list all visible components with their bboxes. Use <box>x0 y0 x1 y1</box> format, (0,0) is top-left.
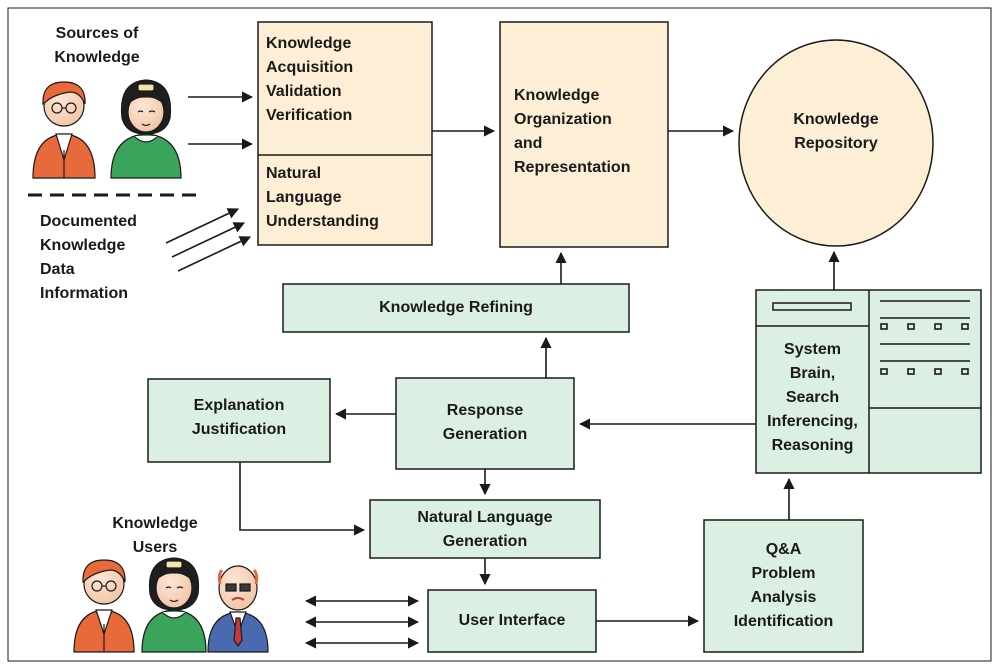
response-box <box>395 377 575 470</box>
nlg-line-2: Generation <box>442 533 528 550</box>
system-brain-line-5: Reasoning <box>771 437 854 454</box>
organization-line-2: Organization <box>514 111 612 128</box>
user-interface-label: User Interface <box>428 609 596 633</box>
repository-ellipse <box>738 39 934 247</box>
arrows <box>165 91 840 649</box>
system-brain-line-2: Brain, <box>789 365 836 382</box>
qa-label: Q&A Problem Analysis Identification <box>704 538 863 634</box>
repository-line-2: Repository <box>794 135 878 152</box>
arrow-doc-3 <box>177 236 252 272</box>
qa-line-3: Analysis <box>750 589 817 606</box>
repository-line-1: Knowledge <box>793 111 879 128</box>
user-person-man-icon <box>73 559 135 653</box>
explanation-line-2: Justification <box>191 421 287 438</box>
response-line-1: Response <box>446 402 524 419</box>
response-label: Response Generation <box>396 399 574 447</box>
explanation-label: Explanation Justification <box>148 394 330 442</box>
users-title-line-2: Users <box>132 539 178 556</box>
repository-label: Knowledge Repository <box>761 108 911 156</box>
acquisition-line-1: Knowledge <box>266 35 352 52</box>
qa-line-1: Q&A <box>765 541 802 558</box>
system-brain-line-4: Inferencing, <box>767 413 858 430</box>
nlu-label: Natural Language Understanding <box>266 162 379 234</box>
sources-of-knowledge-title: Sources of Knowledge <box>22 22 172 70</box>
sources-title-line-1: Sources of <box>55 25 139 42</box>
arrow-doc-2 <box>171 222 246 258</box>
arrow-explanation-to-nlg <box>239 462 366 536</box>
nlu-line-2: Language <box>266 189 342 206</box>
organization-line-1: Knowledge <box>514 87 600 104</box>
response-line-2: Generation <box>442 426 528 443</box>
acquisition-line-2: Acquisition <box>266 59 354 76</box>
arrow-doc-1 <box>165 208 240 244</box>
organization-line-3: and <box>514 135 543 152</box>
users-title-line-1: Knowledge <box>112 515 198 532</box>
documented-line-2: Knowledge <box>40 237 126 254</box>
organization-box <box>499 21 669 248</box>
knowledge-users-title: Knowledge Users <box>90 512 220 560</box>
nlu-line-1: Natural <box>266 165 322 182</box>
acquisition-line-4: Verification <box>266 107 353 124</box>
system-brain-line-1: System <box>784 341 841 358</box>
refining-box <box>282 283 630 333</box>
acquisition-line-3: Validation <box>266 83 342 100</box>
documented-line-4: Information <box>40 285 128 302</box>
server-rack-panel <box>880 300 970 375</box>
qa-line-2: Problem <box>751 565 816 582</box>
acquisition-box <box>257 21 433 246</box>
user-person-elder-icon <box>207 565 269 653</box>
documented-knowledge-label: Documented Knowledge Data Information <box>40 210 137 306</box>
sources-title-line-2: Knowledge <box>54 49 140 66</box>
documented-line-1: Documented <box>40 213 137 230</box>
organization-label: Knowledge Organization and Representatio… <box>514 84 630 180</box>
qa-line-4: Identification <box>733 613 834 630</box>
system-brain-line-3: Search <box>785 389 840 406</box>
nlu-line-3: Understanding <box>266 213 379 230</box>
explanation-line-1: Explanation <box>193 397 285 414</box>
user-interface-text: User Interface <box>458 612 566 629</box>
documented-line-3: Data <box>40 261 75 278</box>
drive-slot <box>772 302 852 311</box>
nlg-line-1: Natural Language <box>417 509 553 526</box>
acquisition-label: Knowledge Acquisition Validation Verific… <box>266 32 353 128</box>
user-person-woman-icon <box>141 557 207 653</box>
refining-label: Knowledge Refining <box>283 296 629 320</box>
system-brain-label: System Brain, Search Inferencing, Reason… <box>756 338 869 458</box>
source-person-woman-icon <box>110 79 182 179</box>
source-person-man-icon <box>32 81 96 179</box>
refining-text: Knowledge Refining <box>379 299 533 316</box>
nlg-box <box>369 499 601 559</box>
qa-box <box>703 519 864 653</box>
explanation-box <box>147 378 331 463</box>
organization-line-4: Representation <box>514 159 631 176</box>
nlg-label: Natural Language Generation <box>370 506 600 554</box>
